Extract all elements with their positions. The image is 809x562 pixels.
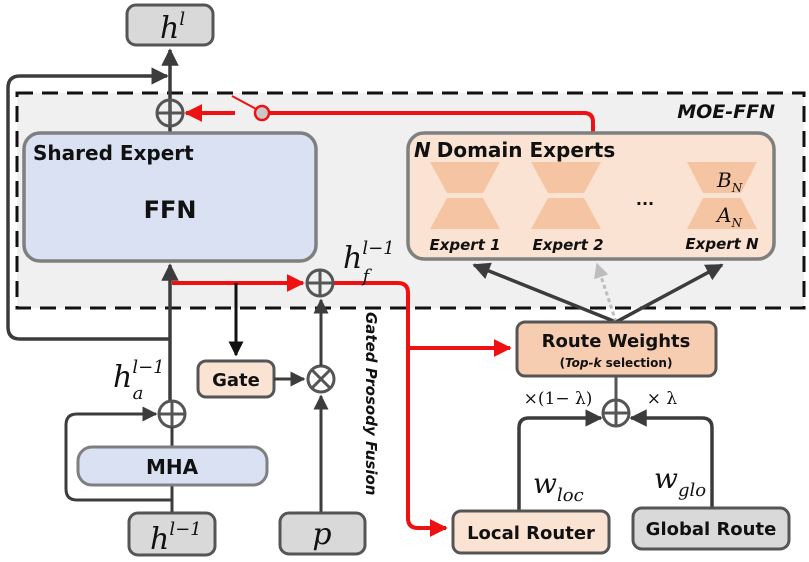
output-base: h — [160, 11, 179, 46]
expert-2-label: Expert 2 — [532, 236, 603, 254]
shared-expert-box: Shared Expert FFN — [22, 131, 318, 263]
domain-experts-n: N — [414, 138, 431, 162]
expert-n-a-sub: N — [730, 216, 742, 230]
local-weight-label: wloc — [533, 467, 584, 506]
moe-ffn-label: MOE-FFN — [677, 101, 775, 123]
local-weight-factor: ×(1− λ) — [524, 389, 593, 409]
expert-n: BN AN Expert N — [685, 162, 759, 253]
output-node-h-l: hl — [125, 3, 215, 47]
svg-text:hl−1: hl−1 — [150, 519, 202, 557]
mha-box: MHA — [76, 445, 269, 487]
gate-label: Gate — [212, 370, 260, 391]
local-router-label: Local Router — [467, 523, 595, 544]
shared-expert-title: Shared Expert — [33, 141, 194, 165]
ffn-label: FFN — [144, 196, 197, 224]
global-weight-path — [629, 409, 714, 508]
svg-text:(Top-k selection): (Top-k selection) — [560, 356, 673, 370]
global-weight-label: wglo — [654, 462, 706, 501]
route-weights-title: Route Weights — [542, 331, 691, 352]
route-to-expert-2-inactive — [594, 262, 618, 323]
global-route-box: Global Route — [631, 506, 791, 551]
local-weight-path — [517, 409, 603, 511]
route-to-expert-1 — [472, 262, 617, 324]
mha-residual-connection — [64, 406, 172, 502]
router-combine-add-icon — [601, 398, 631, 428]
residual-skip-connection — [6, 67, 170, 341]
expert-1-label: Expert 1 — [429, 236, 500, 254]
fused-to-local-router-path — [334, 281, 448, 537]
expert-1: Expert 1 — [429, 162, 501, 254]
route-weights-box: Route Weights (Top-k selection) — [515, 320, 718, 378]
multiply-icon — [306, 364, 336, 394]
switch-node-icon — [253, 104, 271, 122]
attention-add-icon — [157, 399, 187, 429]
expert-2: Expert 2 — [531, 162, 604, 254]
input-sup: l−1 — [169, 519, 201, 540]
expert-output-path — [268, 111, 595, 133]
domain-experts-title: Domain Experts — [437, 138, 616, 162]
switch-lever-icon — [231, 95, 259, 111]
gate-box: Gate — [196, 359, 276, 399]
mha-label: MHA — [146, 455, 199, 479]
output-sup: l — [179, 9, 185, 30]
svg-text:hl: hl — [160, 9, 185, 46]
fusion-add-icon — [305, 268, 335, 298]
expert-n-a: A — [715, 203, 731, 227]
input-base: h — [150, 522, 169, 557]
route-to-expert-n — [615, 263, 724, 324]
svg-text:AN: AN — [715, 203, 742, 230]
prosody-label: p — [312, 517, 331, 552]
expert-n-b-sub: N — [731, 181, 743, 195]
prosody-node-p: p — [278, 511, 367, 556]
output-add-icon — [155, 98, 185, 128]
expert-n-b: B — [716, 168, 732, 192]
experts-ellipsis: ... — [636, 190, 654, 209]
local-router-box: Local Router — [451, 509, 611, 555]
svg-text:BN: BN — [716, 168, 743, 195]
global-route-label: Global Route — [646, 519, 777, 540]
global-weight-factor: × λ — [647, 389, 678, 409]
gated-prosody-fusion-caption: Gated Prosody Fusion — [362, 312, 380, 496]
input-node-h-l-1: hl−1 — [127, 511, 217, 557]
top-k-label: Top-k — [565, 356, 602, 370]
expert-n-label: Expert N — [685, 235, 759, 253]
